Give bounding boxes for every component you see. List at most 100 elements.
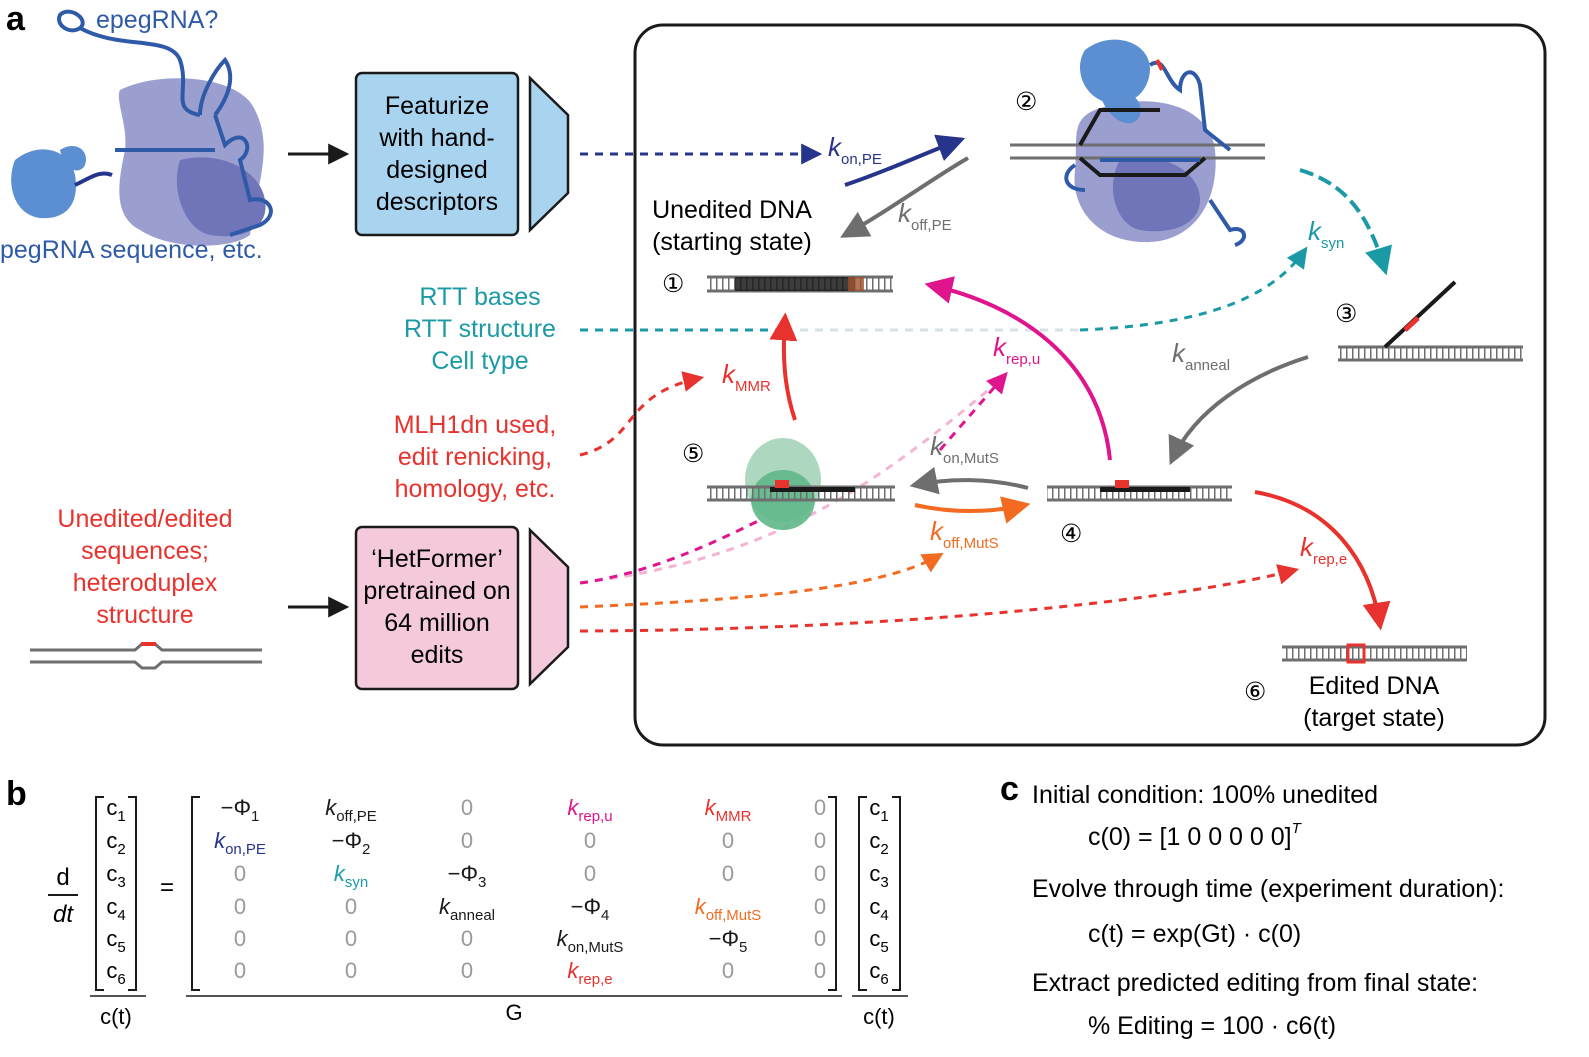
g-matrix-entry-r4-c4: −Φ4 — [571, 894, 610, 924]
panel-b-letter: b — [6, 775, 27, 813]
heteroduplex-icon — [30, 642, 262, 670]
c-vector-right-entry-4: c4 — [869, 894, 888, 924]
state-2-complex — [1010, 39, 1265, 247]
c-vector-right-entry-2: c2 — [869, 828, 888, 858]
orange-dashed-to-koffmuts — [579, 552, 944, 609]
hetformer-line-1: ‘HetFormer’ — [371, 545, 503, 573]
featurize-box — [354, 71, 520, 237]
g-matrix-entry-r3-c2: ksyn — [334, 861, 368, 891]
red-dashed-to-kmmr — [579, 371, 705, 457]
koff-pe-arrow — [840, 156, 970, 238]
state-2-number: ② — [1015, 88, 1037, 116]
g-matrix-entry-r2-c1: kon,PE — [214, 828, 266, 858]
equals-sign: = — [160, 874, 174, 901]
g-matrix-entry-r5-c2: 0 — [345, 926, 357, 951]
c-vector-left-entry-2: c2 — [106, 828, 125, 858]
ksyn-k: ksyn — [1308, 216, 1344, 252]
c-vector-right-entry-6: c6 — [869, 958, 888, 988]
g-matrix-entry-r5-c6: 0 — [814, 926, 826, 951]
state-4-dna — [1047, 480, 1232, 502]
g-matrix-entry-r2-c2: −Φ2 — [332, 828, 371, 858]
unedited-edited-line-4: structure — [96, 601, 193, 629]
edited-dna-label: Edited DNA — [1309, 672, 1440, 700]
c-vector-right-entry-1: c1 — [869, 795, 888, 825]
unedited-dna-label: Unedited DNA — [652, 196, 812, 224]
teal-dashed-to-ksyn — [1079, 246, 1308, 332]
g-matrix-entry-r2-c4: 0 — [584, 828, 596, 853]
g-matrix-entry-r4-c1: 0 — [234, 894, 246, 919]
g-matrix-entry-r2-c3: 0 — [461, 828, 473, 853]
c-vector-left-entry-4: c4 — [106, 894, 125, 924]
kmmr-arrow — [769, 312, 798, 421]
g-matrix-entry-r1-c3: 0 — [461, 795, 473, 820]
kon-muts-arrow — [909, 466, 1029, 495]
g-matrix-entry-r3-c5: 0 — [722, 861, 734, 886]
g-matrix-entry-r1-c4: krep,u — [567, 795, 612, 825]
g-matrix-entry-r4-c3: kanneal — [439, 894, 495, 924]
hetformer-text: ‘HetFormer’ pretrained on 64 million edi… — [363, 545, 510, 669]
g-matrix-entry-r3-c3: −Φ3 — [448, 861, 487, 891]
panel-c-line-5: Extract predicted editing from final sta… — [1032, 969, 1478, 997]
unedited-edited-line-3: heteroduplex — [73, 569, 218, 597]
hetformer-box — [354, 525, 520, 691]
featurize-line-2: with hand- — [378, 124, 494, 152]
g-matrix-entry-r1-c5: kMMR — [705, 795, 752, 825]
g-matrix-entry-r4-c5: koff,MutS — [695, 894, 762, 924]
panel-c-letter: c — [1000, 770, 1019, 808]
g-matrix-entry-r6-c2: 0 — [345, 958, 357, 983]
ddt-denominator: dt — [53, 901, 74, 928]
magenta-dashed-to-krepu — [579, 518, 761, 585]
c-vector-left-entry-6: c6 — [106, 958, 125, 988]
state-3-dna — [1338, 280, 1523, 362]
g-matrix-entry-r3-c1: 0 — [234, 861, 246, 886]
krep-u-k: krep,u — [993, 332, 1040, 368]
c-vector-left-entry-5: c5 — [106, 926, 125, 956]
g-matrix-entry-r2-c6: 0 — [814, 828, 826, 853]
g-matrix-entry-r2-c5: 0 — [722, 828, 734, 853]
hetformer-line-4: edits — [411, 641, 464, 669]
state-1-number: ① — [662, 270, 684, 298]
krep-u-arrow — [924, 276, 1112, 461]
c-vector-left — [95, 796, 137, 991]
c-vector-left-entry-1: c1 — [106, 795, 125, 825]
pegrna-label: pegRNA sequence, etc. — [0, 236, 263, 264]
state-5-muts-complex — [707, 438, 895, 530]
g-matrix-entry-r3-c6: 0 — [814, 861, 826, 886]
unedited-dna-sublabel: (starting state) — [652, 228, 812, 256]
g-matrix-entry-r6-c5: 0 — [722, 958, 734, 983]
g-matrix-entry-r6-c3: 0 — [461, 958, 473, 983]
c-vector-right-entry-5: c5 — [869, 926, 888, 956]
krep-e-k: krep,e — [1300, 532, 1347, 568]
c-vector-left-entry-3: c3 — [106, 861, 125, 891]
state-1-dna — [707, 275, 893, 293]
hetformer-output-trapezoid — [528, 527, 570, 687]
g-matrix-entry-r4-c6: 0 — [814, 894, 826, 919]
hetformer-line-2: pretrained on — [363, 577, 510, 605]
krep-e-arrow — [1254, 490, 1391, 631]
feature-homology: homology, etc. — [395, 475, 556, 503]
featurize-text: Featurize with hand- designed descriptor… — [376, 92, 498, 216]
featurize-line-1: Featurize — [385, 92, 489, 120]
kon-muts-k: kon,MutS — [930, 431, 999, 467]
epegrna-label: epegRNA? — [96, 6, 218, 34]
state-5-number: ⑤ — [682, 440, 704, 468]
panel-c-line-2: c(0) = [1 0 0 0 0 0]T — [1088, 820, 1303, 851]
feature-renicking: edit renicking, — [398, 443, 552, 471]
panel-c-line-6: % Editing = 100 · c6(t) — [1088, 1012, 1336, 1040]
kon-pe-k: kon,PE — [828, 132, 882, 168]
g-matrix-entry-r6-c6: 0 — [814, 958, 826, 983]
kanneal-k: kanneal — [1172, 338, 1230, 374]
panel-a-letter: a — [6, 0, 26, 38]
edited-dna-sublabel: (target state) — [1303, 704, 1445, 732]
feature-cell-type: Cell type — [431, 347, 528, 375]
g-label: G — [505, 1000, 522, 1025]
g-matrix-entry-r3-c4: 0 — [584, 861, 596, 886]
kon-pe-arrow — [844, 134, 966, 187]
state-6-number: ⑥ — [1244, 678, 1266, 706]
c-left-label: c(t) — [100, 1004, 132, 1029]
g-matrix-entry-r5-c5: −Φ5 — [709, 926, 748, 956]
g-matrix-entry-r1-c6: 0 — [814, 795, 826, 820]
